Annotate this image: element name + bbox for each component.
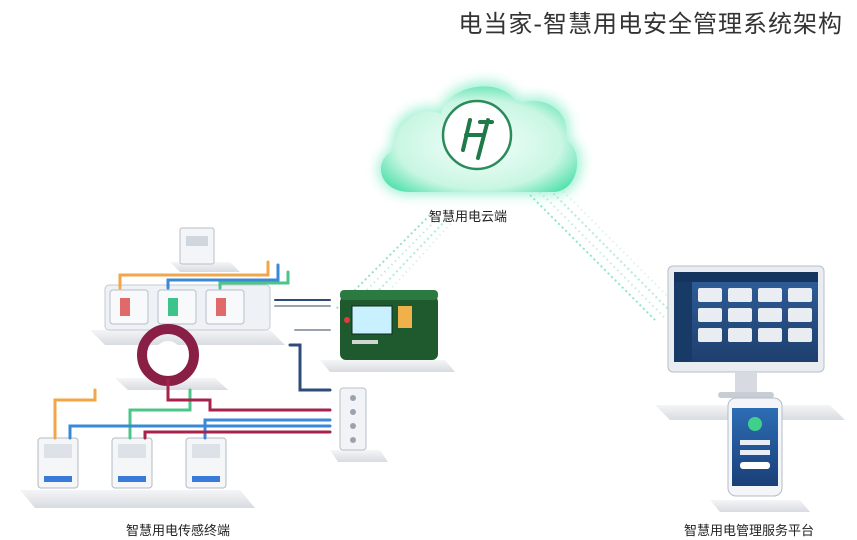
smart-terminal-device [340,290,438,360]
sensor-label: 智慧用电传感终端 [126,524,231,539]
cloud-icon [377,81,582,195]
breaker-3 [185,437,227,489]
phone-icon [727,397,783,497]
breaker-1 [37,437,79,489]
breaker-2 [111,437,153,489]
platform-label: 智慧用电管理服务平台 [684,524,815,539]
cloud-label: 智慧用电云端 [429,210,508,225]
page-title: 电当家-智慧用电安全管理系统架构 [458,10,843,38]
platform-scene [655,265,845,512]
data-stream-right [529,187,686,321]
sensor-terminal-scene [20,227,455,508]
monitor-icon [667,265,825,398]
